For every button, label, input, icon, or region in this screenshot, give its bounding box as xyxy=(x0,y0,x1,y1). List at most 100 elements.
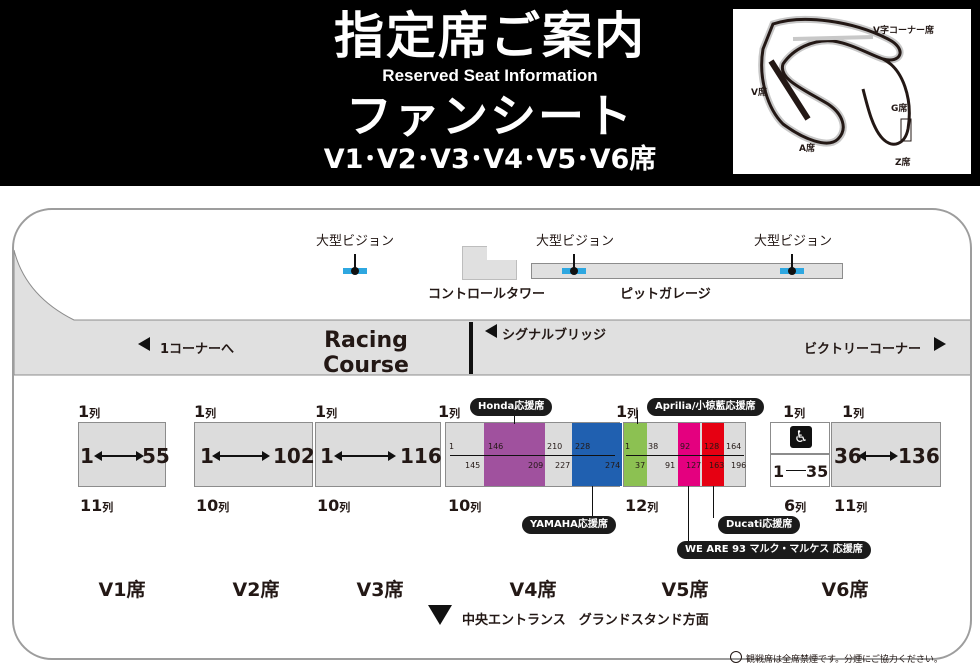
zone-v5-label: V5席 xyxy=(661,579,709,601)
seat-zone-list: V1･V2･V3･V4･V5･V6席 xyxy=(323,144,657,175)
v4-num: 228 xyxy=(575,442,591,451)
v5-num: 91 xyxy=(665,461,676,470)
minimap-label-a: A席 xyxy=(799,144,815,154)
v5-num: 127 xyxy=(686,461,702,470)
v2-seat-last: 102 xyxy=(273,444,315,468)
minimap-label-z: Z席 xyxy=(895,158,911,168)
ducati-cheer-tag: Ducati応援席 xyxy=(718,516,801,534)
arrow-left-icon xyxy=(485,324,497,338)
v5-num: 128 xyxy=(704,442,720,451)
double-arrow-icon xyxy=(862,455,894,457)
arrow-down-icon xyxy=(428,605,452,625)
v4-num: 146 xyxy=(488,442,504,451)
v2-row-first: 1列 xyxy=(194,402,217,421)
v3-row-first: 1列 xyxy=(315,402,338,421)
v3-row-last: 10列 xyxy=(317,496,351,515)
tag-pointer xyxy=(713,486,714,518)
page-title: 指定席ご案内 xyxy=(334,7,646,65)
v6-row-first: 1列 xyxy=(842,402,865,421)
big-screen-label-2: 大型ビジョン xyxy=(536,234,615,249)
arrow-head-right xyxy=(136,451,144,461)
v1-seat-last: 55 xyxy=(142,444,170,468)
v5-range-line xyxy=(626,455,744,456)
big-screen-label-3: 大型ビジョン xyxy=(754,234,833,249)
wheelchair-icon: ♿ xyxy=(790,426,812,448)
screen-pointer-3 xyxy=(791,254,793,268)
v5-row-last: 12列 xyxy=(625,496,659,515)
no-smoking-notice: 観戦席は全席禁煙です。分煙にご協力ください。 xyxy=(746,655,943,665)
control-tower-label: コントロールタワー xyxy=(428,287,546,302)
zone-v6-label: V6席 xyxy=(821,579,869,601)
header-banner: 指定席ご案内 Reserved Seat Information ファンシート … xyxy=(0,0,980,186)
v4-num: 227 xyxy=(555,461,571,470)
v5-num: 196 xyxy=(731,461,747,470)
v4-num: 209 xyxy=(528,461,544,470)
v4-yamaha-section[interactable] xyxy=(572,423,622,486)
zone-v2-label: V2席 xyxy=(232,579,280,601)
arrow-head-left xyxy=(858,451,866,461)
v2-row-last: 10列 xyxy=(196,496,230,515)
tag-pointer xyxy=(592,486,593,516)
tag-pointer xyxy=(688,486,689,542)
v4-honda-section[interactable] xyxy=(484,423,545,486)
minimap-label-vcorner: V字コーナー席 xyxy=(873,26,934,36)
v4-row-last: 10列 xyxy=(448,496,482,515)
v5-aprilia-section[interactable] xyxy=(624,423,647,486)
minimap-label-v: V席 xyxy=(751,88,767,98)
no-smoking-icon xyxy=(730,651,742,663)
double-arrow-icon xyxy=(98,455,142,457)
v5-num: 164 xyxy=(726,442,742,451)
pit-garage-shape xyxy=(531,263,843,279)
v4-range-line xyxy=(450,455,615,456)
tag-pointer xyxy=(637,410,638,424)
circuit-outline-icon xyxy=(758,15,912,147)
v4-num: 145 xyxy=(465,461,481,470)
v6-row-last: 11列 xyxy=(834,496,868,515)
v4-row-first: 1列 xyxy=(438,402,461,421)
entrance-direction-label: 中央エントランス グランドスタンド方面 xyxy=(462,613,709,628)
v5-num: 1 xyxy=(625,442,631,451)
arrow-head-right xyxy=(388,451,396,461)
v5-row-first: 1列 xyxy=(616,402,639,421)
marquez-cheer-tag: WE ARE 93 マルク・マルケス 応援席 xyxy=(677,541,871,559)
v1-seat-block[interactable] xyxy=(78,422,166,487)
racing-course-label: Racing Course xyxy=(323,328,409,378)
v2-seat-first: 1 xyxy=(200,444,214,468)
aprilia-cheer-tag: Aprilia/小椋藍応援席 xyxy=(647,398,764,416)
v6-seat-block[interactable] xyxy=(831,422,941,487)
v6-wheel-row-first: 1列 xyxy=(783,402,806,421)
screen-dot-3 xyxy=(788,267,796,275)
seat-category-title: ファンシート xyxy=(346,89,634,143)
arrow-head-left xyxy=(334,451,342,461)
arrow-line xyxy=(786,470,806,471)
zone-v4-label: V4席 xyxy=(509,579,557,601)
screen-dot-2 xyxy=(570,267,578,275)
v5-num: 163 xyxy=(709,461,725,470)
zone-v1-label: V1席 xyxy=(98,579,146,601)
yamaha-cheer-tag: YAMAHA応援席 xyxy=(522,516,616,534)
arrow-head-right xyxy=(262,451,270,461)
arrow-left-icon xyxy=(138,337,150,351)
to-corner1-label: 1コーナーへ xyxy=(160,342,235,357)
v4-num: 210 xyxy=(547,442,563,451)
double-arrow-icon xyxy=(338,455,392,457)
v5-marquez-section[interactable] xyxy=(678,423,700,486)
screen-pointer-2 xyxy=(573,254,575,268)
v5-num: 37 xyxy=(635,461,646,470)
v5-num: 92 xyxy=(680,442,691,451)
screen-pointer-1 xyxy=(354,254,356,268)
double-arrow-icon xyxy=(216,455,266,457)
arrow-right-icon xyxy=(934,337,946,351)
tag-pointer xyxy=(514,412,515,424)
arrow-head-left xyxy=(94,451,102,461)
zone-v3-label: V3席 xyxy=(356,579,404,601)
v5-ducati-section[interactable] xyxy=(702,423,724,486)
victory-corner-label: ビクトリーコーナー xyxy=(804,342,922,357)
pit-garage-label: ピットガレージ xyxy=(620,287,711,302)
v4-num: 1 xyxy=(449,442,455,451)
v6-wheel-last: 35 xyxy=(806,462,829,481)
v6-wheel-row-last: 6列 xyxy=(784,496,807,515)
page-subtitle: Reserved Seat Information xyxy=(382,66,598,85)
v6-wheel-first: 1 xyxy=(773,462,785,481)
v1-row-last: 11列 xyxy=(80,496,114,515)
